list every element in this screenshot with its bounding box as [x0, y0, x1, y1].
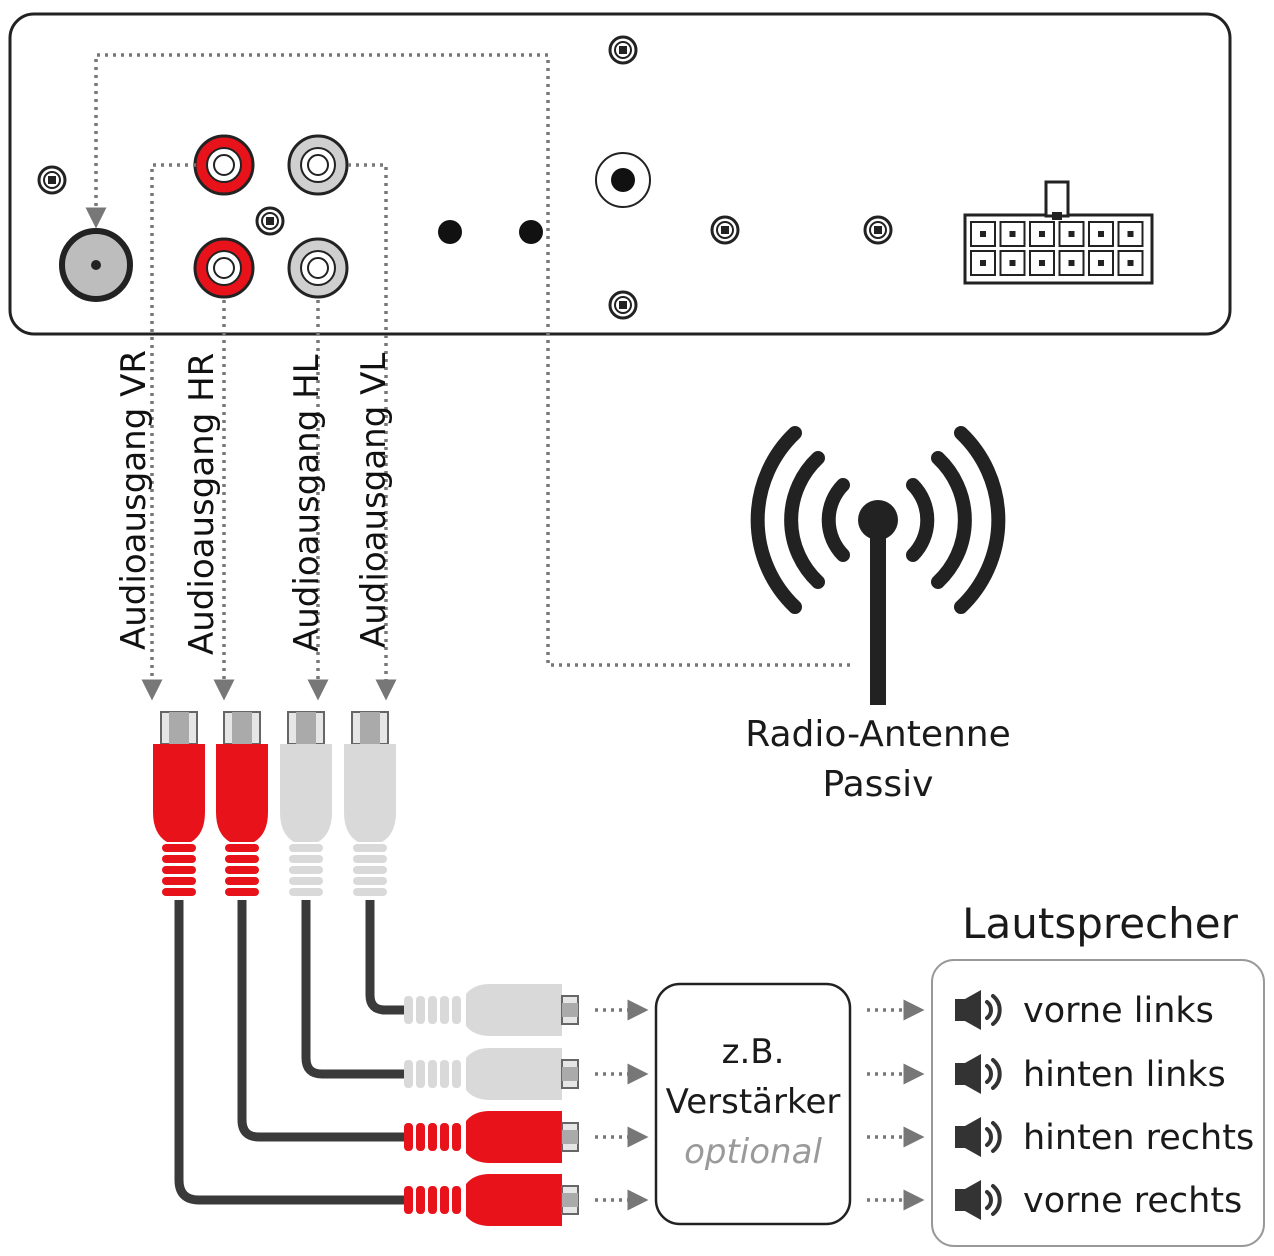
amplifier-label: Verstärker: [666, 1082, 841, 1122]
rca-plug-white-hl: [280, 711, 332, 896]
connector-pin: [1058, 221, 1085, 247]
connector-pin: [1088, 221, 1114, 247]
rca-socket-red-bottom: [193, 237, 255, 299]
antenna-icon: [750, 426, 1006, 705]
panel-hole: [519, 220, 543, 244]
speaker-row: vorne links: [953, 988, 1214, 1032]
connector-pin: [1088, 250, 1114, 276]
rca-socket-white-bottom: [287, 237, 349, 299]
connector-pin: [999, 221, 1026, 247]
speaker-row: hinten rechts: [953, 1115, 1254, 1159]
screw-icon: [608, 290, 638, 320]
label-audio-out-vl: Audioausgang VL: [354, 353, 394, 648]
connector-pin: [1117, 250, 1144, 276]
connector-pin: [1058, 250, 1085, 276]
rca-plug-white-out-2: [404, 1048, 579, 1100]
speakers-title: Lautsprecher: [962, 899, 1239, 948]
rca-socket-red-top: [193, 134, 255, 196]
speaker-label: hinten rechts: [1023, 1118, 1254, 1158]
rca-plug-red-out-4: [404, 1174, 579, 1226]
connector-pin: [970, 250, 996, 276]
screw-icon: [608, 35, 638, 65]
iso-connector: [963, 180, 1154, 285]
antenna-input-jack: [59, 228, 133, 302]
rca-plug-white-out-1: [404, 984, 579, 1036]
connector-pin: [999, 250, 1026, 276]
rca-plug-white-vl: [344, 711, 396, 896]
rca-plug-red-out-3: [404, 1111, 579, 1163]
rca-socket-white-top: [287, 134, 349, 196]
panel-hole: [438, 220, 462, 244]
label-audio-out-hl: Audioausgang HL: [287, 354, 327, 652]
rca-plug-red-vr: [153, 711, 205, 896]
antenna-type-label: Passiv: [823, 764, 934, 805]
label-audio-out-vr: Audioausgang VR: [114, 350, 154, 650]
label-audio-out-hr: Audioausgang HR: [182, 353, 222, 655]
speaker-row: hinten links: [953, 1052, 1226, 1096]
connector-pin: [1029, 221, 1055, 247]
antenna-label: Radio-Antenne: [745, 714, 1011, 755]
speaker-label: hinten links: [1023, 1055, 1226, 1095]
speaker-label: vorne links: [1023, 991, 1214, 1031]
screw-icon: [710, 215, 740, 245]
screw-icon: [255, 206, 285, 236]
connector-pin: [1117, 221, 1144, 247]
aux-jack: [595, 152, 651, 208]
connector-pin: [1029, 250, 1055, 276]
cables: [174, 900, 405, 1205]
screw-icon: [37, 165, 67, 195]
connector-pin: [970, 221, 996, 247]
speaker-row: vorne rechts: [953, 1178, 1242, 1222]
amplifier-example-label: z.B.: [722, 1032, 785, 1072]
amplifier-box: [654, 982, 852, 1226]
amplifier-optional-label: optional: [684, 1132, 822, 1172]
screw-icon: [863, 215, 893, 245]
rca-plug-red-hr: [216, 711, 268, 896]
signal-lines: [85, 53, 925, 1211]
speaker-label: vorne rechts: [1023, 1181, 1242, 1221]
speakers-box: [931, 959, 1265, 1247]
